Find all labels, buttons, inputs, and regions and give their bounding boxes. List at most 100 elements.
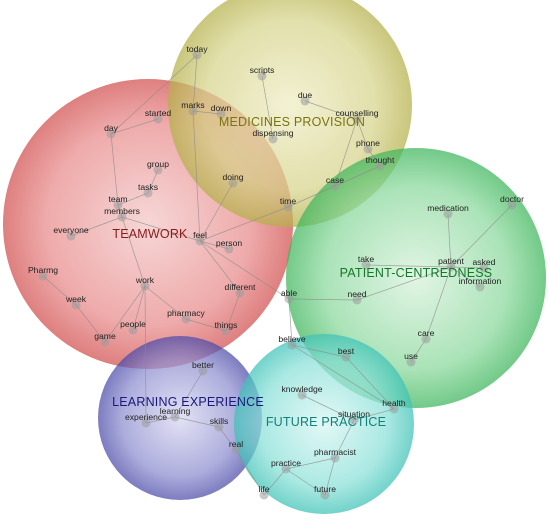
link-able-believe [288, 298, 293, 346]
word-label-asked: asked [473, 257, 496, 267]
link-time-case [287, 185, 336, 208]
word-node-started [153, 114, 163, 124]
word-node-need [352, 295, 362, 305]
word-node-information [475, 282, 485, 292]
word-label-dispensing: dispensing [252, 128, 293, 138]
link-marks-feel [192, 110, 201, 242]
link-care-use [410, 338, 427, 363]
word-node-tasks [143, 188, 153, 198]
link-knowledge-situation [301, 394, 355, 421]
word-node-pharmacist [330, 453, 340, 463]
word-label-need: need [347, 289, 366, 299]
word-label-take: take [358, 254, 374, 264]
link-work-people [132, 285, 146, 331]
word-node-health [389, 404, 399, 414]
word-node-care [421, 334, 431, 344]
link-medication-patient [447, 213, 452, 268]
word-node-group [153, 165, 163, 175]
link-patient-information [450, 266, 481, 288]
word-node-take [361, 260, 371, 270]
link-due-counselling [304, 100, 358, 120]
word-label-doing: doing [222, 172, 243, 182]
link-counselling-case [334, 118, 358, 187]
word-label-able: able [281, 288, 297, 298]
word-node-asked [479, 263, 489, 273]
theme-label-patient-centredness: PATIENT-CENTREDNESS [340, 266, 493, 280]
link-feel-able [199, 240, 290, 300]
word-label-everyone: everyone [53, 225, 89, 235]
word-node-better [198, 366, 208, 376]
link-different-things [225, 292, 241, 332]
link-feel-time [199, 206, 289, 242]
link-started-day [110, 118, 159, 135]
word-label-counselling: counselling [336, 108, 379, 118]
word-label-believe: believe [278, 334, 305, 344]
link-doctor-patient [450, 204, 513, 268]
word-label-week: week [65, 294, 87, 304]
word-node-members [117, 212, 127, 222]
word-node-future [320, 490, 330, 500]
link-able-need [288, 298, 358, 301]
word-label-pharmacy: pharmacy [167, 308, 205, 318]
word-label-things: things [215, 320, 238, 330]
word-label-team: team [108, 194, 127, 204]
link-work-experience [144, 285, 147, 424]
concept-links [42, 54, 513, 496]
word-label-members: members [104, 206, 140, 216]
word-node-use [406, 357, 416, 367]
word-node-able [284, 294, 294, 304]
word-label-life: life [259, 484, 270, 494]
link-practice-future [285, 468, 326, 496]
theme-circles [3, 0, 546, 514]
word-node-week [71, 300, 81, 310]
link-patient-care [425, 266, 452, 340]
word-label-work: work [135, 275, 155, 285]
link-pharmacist-future [324, 457, 336, 496]
word-node-game [100, 337, 110, 347]
word-label-medication: medication [427, 203, 469, 213]
word-node-best [341, 352, 351, 362]
word-node-counselling [352, 114, 362, 124]
word-node-doing [228, 178, 238, 188]
word-node-down [216, 109, 226, 119]
word-node-skills [214, 422, 224, 432]
word-label-information: information [459, 276, 502, 286]
theme-label-medicines-provision: MEDICINES PROVISION [219, 115, 365, 129]
word-label-started: started [145, 108, 171, 118]
word-node-thought [375, 161, 385, 171]
word-node-experience [141, 418, 151, 428]
link-believe-health [291, 344, 395, 410]
word-label-health: health [382, 398, 406, 408]
word-node-team [113, 200, 123, 210]
word-node-practice [281, 464, 291, 474]
link-pharmg-week [42, 275, 77, 306]
word-label-real: real [229, 439, 243, 449]
link-patient-asked [450, 266, 485, 269]
word-node-things [221, 326, 231, 336]
word-node-person [224, 244, 234, 254]
word-node-case [330, 181, 340, 191]
theme-label-future-practice: FUTURE PRACTICE [266, 415, 386, 429]
word-label-today: today [186, 44, 208, 54]
word-label-tasks: tasks [138, 182, 158, 192]
word-node-today [192, 50, 202, 60]
word-node-medication [443, 209, 453, 219]
link-thought-case [334, 165, 381, 187]
word-node-patient [446, 262, 456, 272]
word-label-group: group [147, 159, 169, 169]
word-label-game: game [94, 331, 116, 341]
word-label-case: case [326, 175, 344, 185]
link-week-game [75, 304, 106, 343]
word-node-marks [188, 106, 198, 116]
word-label-care: care [418, 328, 435, 338]
link-situation-pharmacist [334, 419, 355, 459]
word-label-day: day [104, 123, 119, 133]
word-node-different [235, 288, 245, 298]
word-node-due [300, 96, 310, 106]
link-today-day [110, 54, 198, 135]
word-node-doctor [507, 200, 517, 210]
word-node-feel [195, 236, 205, 246]
